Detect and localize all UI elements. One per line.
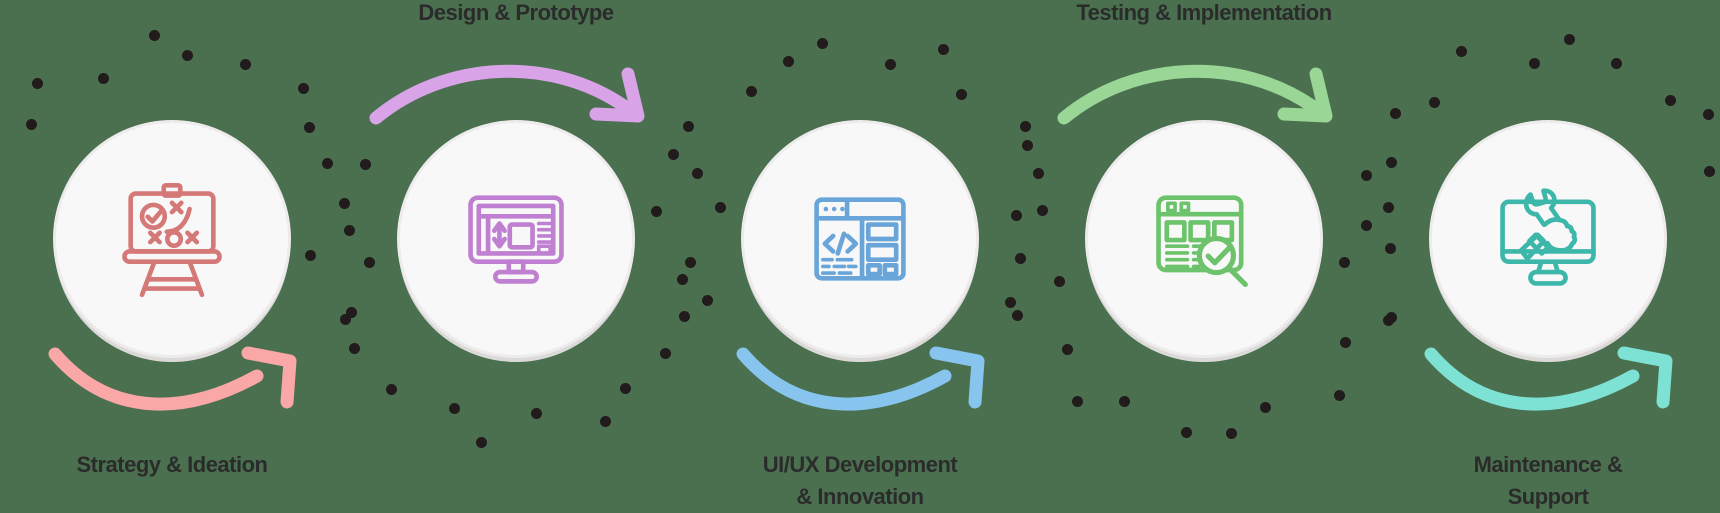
ring-dot: [938, 44, 949, 55]
flow-arrow: [1421, 316, 1677, 420]
ring-dot: [149, 30, 160, 41]
ring-dot: [1181, 427, 1192, 438]
ring-dot: [1386, 312, 1397, 323]
ring-dot: [783, 56, 794, 67]
ring-dot: [26, 119, 37, 130]
ring-dot: [1012, 310, 1023, 321]
ring-dot: [304, 122, 315, 133]
ring-dot: [32, 78, 43, 89]
ring-dot: [240, 59, 251, 70]
ring-dot: [817, 38, 828, 49]
ring-dot: [1390, 108, 1401, 119]
ring-dot: [1704, 166, 1715, 177]
ring-dot: [1340, 337, 1351, 348]
ring-dot: [298, 83, 309, 94]
step-strategy-ideation: Strategy & Ideation: [0, 0, 344, 511]
ring-dot: [1260, 402, 1271, 413]
ring-dot: [746, 86, 757, 97]
ring-dot: [1703, 109, 1714, 120]
ring-dot: [1020, 121, 1031, 132]
ring-dot: [1334, 390, 1345, 401]
step-label: UI/UX Development& Innovation: [688, 449, 1032, 513]
ring-dot: [885, 59, 896, 70]
design-monitor-icon: [454, 177, 578, 301]
ring-dot: [449, 403, 460, 414]
step-design-prototype: Design & Prototype: [344, 0, 688, 511]
ring-dot: [692, 168, 703, 179]
ring-dot: [531, 408, 542, 419]
flow-arrow: [45, 316, 301, 420]
ring-dot: [1665, 95, 1676, 106]
step-label: Strategy & Ideation: [0, 449, 344, 481]
ring-dot: [349, 343, 360, 354]
ring-dot: [1429, 97, 1440, 108]
ring-dot: [668, 149, 679, 160]
ring-dot: [1119, 396, 1130, 407]
maintenance-monitor-icon: [1486, 177, 1610, 301]
testing-checklist-icon: [1142, 177, 1266, 301]
ring-dot: [660, 348, 671, 359]
ring-dot: [1226, 428, 1237, 439]
step-label: Design & Prototype: [344, 0, 688, 29]
ring-dot: [182, 50, 193, 61]
step-uiux-development: UI/UX Development& Innovation: [688, 0, 1032, 511]
ring-dot: [1062, 344, 1073, 355]
ring-dot: [600, 416, 611, 427]
ring-dot: [1072, 396, 1083, 407]
ring-dot: [386, 384, 397, 395]
ring-dot: [1611, 58, 1622, 69]
code-window-icon: [798, 177, 922, 301]
ring-dot: [476, 437, 487, 448]
ring-dot: [956, 89, 967, 100]
step-label: Maintenance &Support: [1376, 449, 1720, 513]
ring-dot: [346, 307, 357, 318]
strategy-board-icon: [110, 177, 234, 301]
flow-arrow: [366, 52, 666, 130]
step-circle: [397, 120, 635, 358]
step-maintenance-support: Maintenance &Support: [1376, 0, 1720, 511]
step-circle: [1085, 120, 1323, 358]
ring-dot: [1564, 34, 1575, 45]
ring-dot: [620, 383, 631, 394]
ring-dot: [1456, 46, 1467, 57]
step-testing-implementation: Testing & Implementation: [1032, 0, 1376, 511]
flow-arrow: [1054, 52, 1354, 130]
ring-dot: [98, 73, 109, 84]
ring-dot: [1529, 58, 1540, 69]
step-label: Testing & Implementation: [1032, 0, 1376, 29]
flow-arrow: [733, 316, 989, 420]
